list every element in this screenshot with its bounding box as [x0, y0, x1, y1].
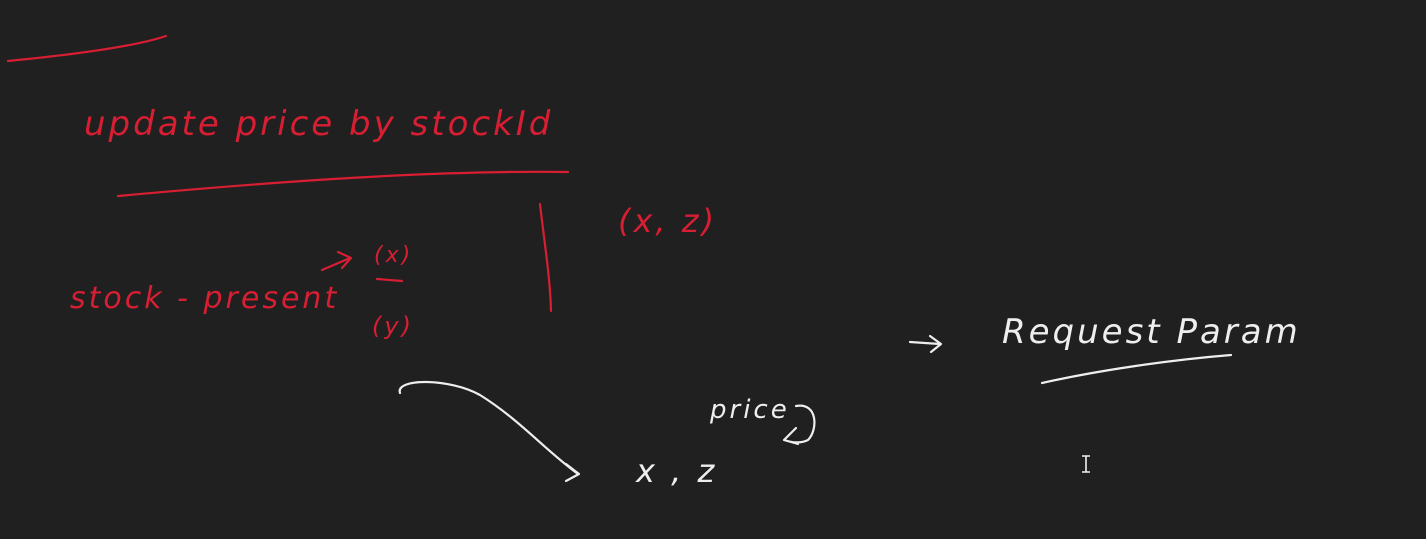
vertical-divider — [538, 202, 553, 313]
branch-top-text: (x) — [374, 243, 413, 268]
result-text: x , z — [635, 452, 717, 490]
heading-underline — [116, 170, 570, 198]
top-left-stroke — [6, 34, 168, 63]
branch-top-underline — [375, 277, 404, 283]
curved-arrow — [398, 380, 580, 476]
request-param-underline — [1040, 353, 1233, 385]
tuple-red-text: (x, z) — [618, 202, 717, 240]
request-param-text: Request Param — [1002, 312, 1301, 352]
arrow-to-x — [320, 250, 353, 272]
price-label: price — [709, 395, 790, 425]
branch-bottom-text: (y) — [372, 312, 414, 340]
request-arrow — [908, 334, 943, 354]
stock-present-text: stock - present — [70, 281, 339, 316]
heading-text: update price by stockId — [84, 104, 553, 144]
text-cursor-icon — [1082, 455, 1090, 473]
curved-arrow-head — [564, 462, 581, 483]
price-arrow — [782, 404, 816, 446]
